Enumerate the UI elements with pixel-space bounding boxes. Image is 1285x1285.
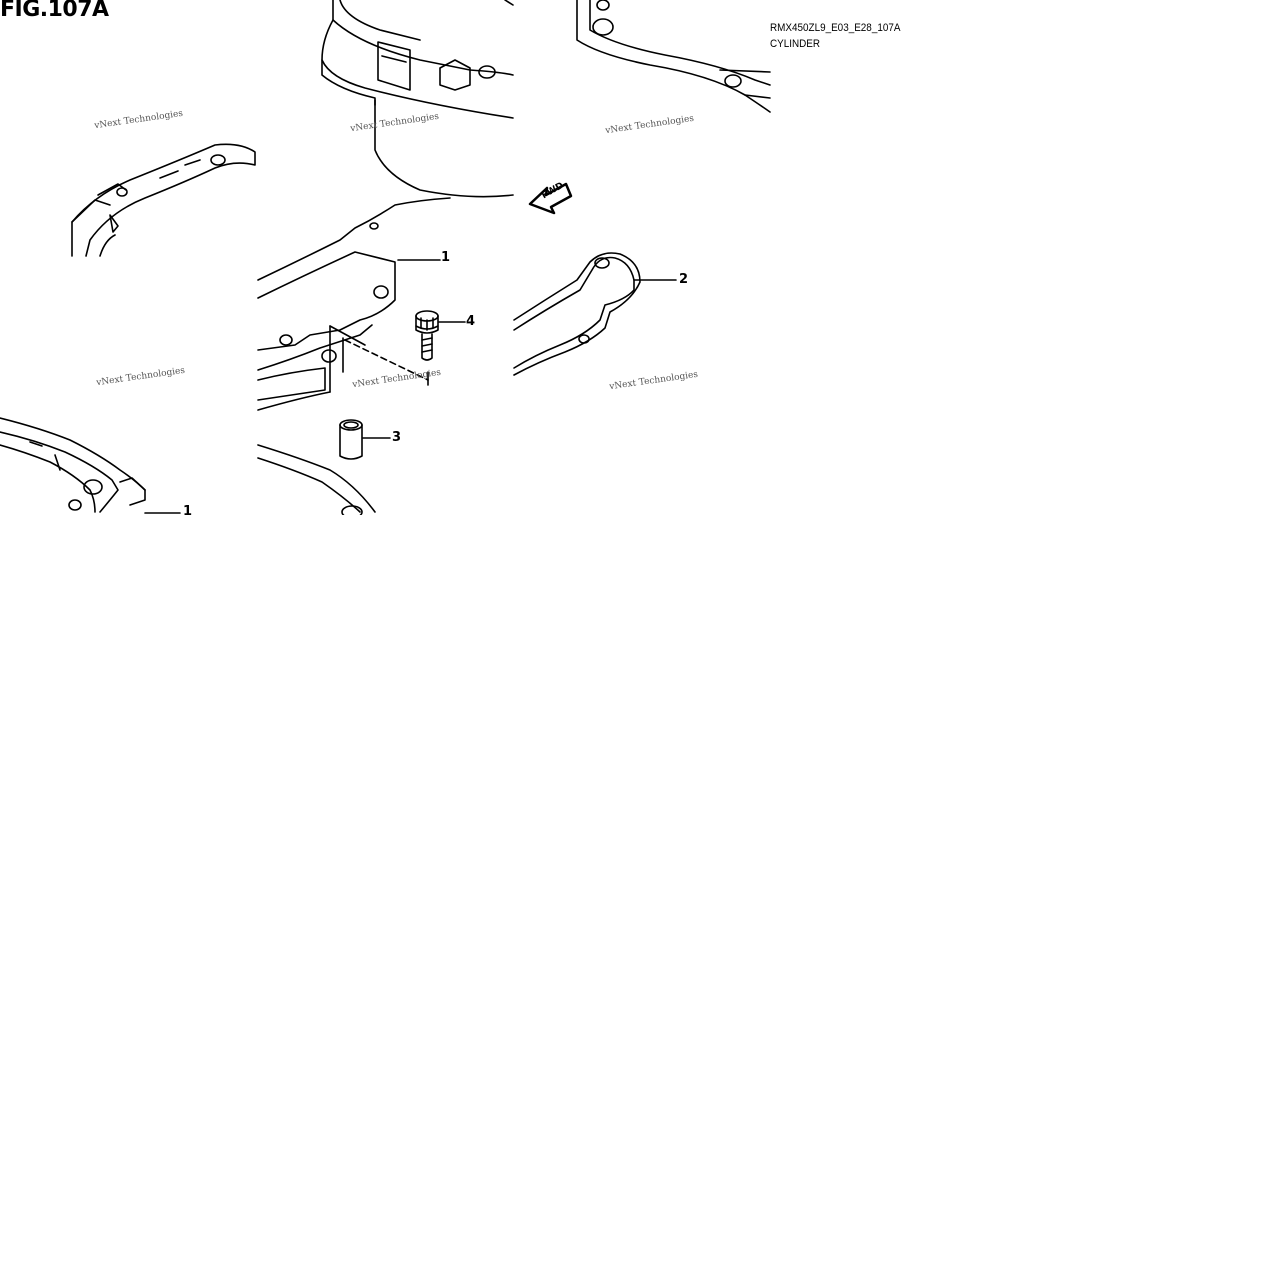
figure-code: RMX450ZL9_E03_E28_107A (770, 22, 901, 34)
callout-2: 2 (679, 272, 689, 287)
fwd-arrow (528, 182, 573, 215)
callout-1: 1 (441, 250, 451, 265)
callout-1-bottom: 1 (183, 504, 193, 519)
figure-label: FIG.107A (0, 0, 109, 22)
gasket-item-1 (0, 417, 181, 514)
bolt (415, 310, 466, 361)
callout-3: 3 (392, 430, 402, 445)
figure-name: CYLINDER (770, 38, 821, 50)
cylinder-block (321, 0, 514, 198)
alignment-line (344, 339, 429, 381)
callout-4: 4 (466, 314, 476, 329)
gasket-fragment-top-right (576, 0, 771, 113)
dowel-pin (339, 419, 391, 460)
gasket-item-2 (513, 252, 677, 376)
gasket-fragment-top-left (71, 143, 256, 257)
cylinder-base (257, 197, 451, 519)
